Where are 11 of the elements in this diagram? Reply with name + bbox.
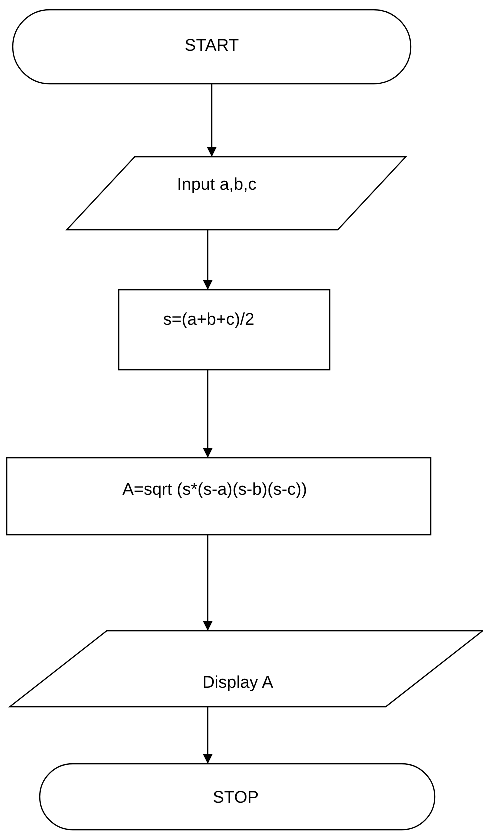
node-label: Input a,b,c — [177, 175, 257, 195]
arrow — [203, 230, 213, 290]
arrow — [203, 535, 213, 631]
arrow — [203, 370, 213, 458]
arrow — [207, 84, 217, 157]
node-label: s=(a+b+c)/2 — [163, 310, 255, 330]
node-label: START — [184, 36, 240, 56]
arrow — [203, 707, 213, 764]
node-label: STOP — [213, 788, 259, 808]
node-label: A=sqrt (s*(s-a)(s-b)(s-c)) — [122, 480, 308, 500]
node-label: Display A — [202, 673, 274, 693]
